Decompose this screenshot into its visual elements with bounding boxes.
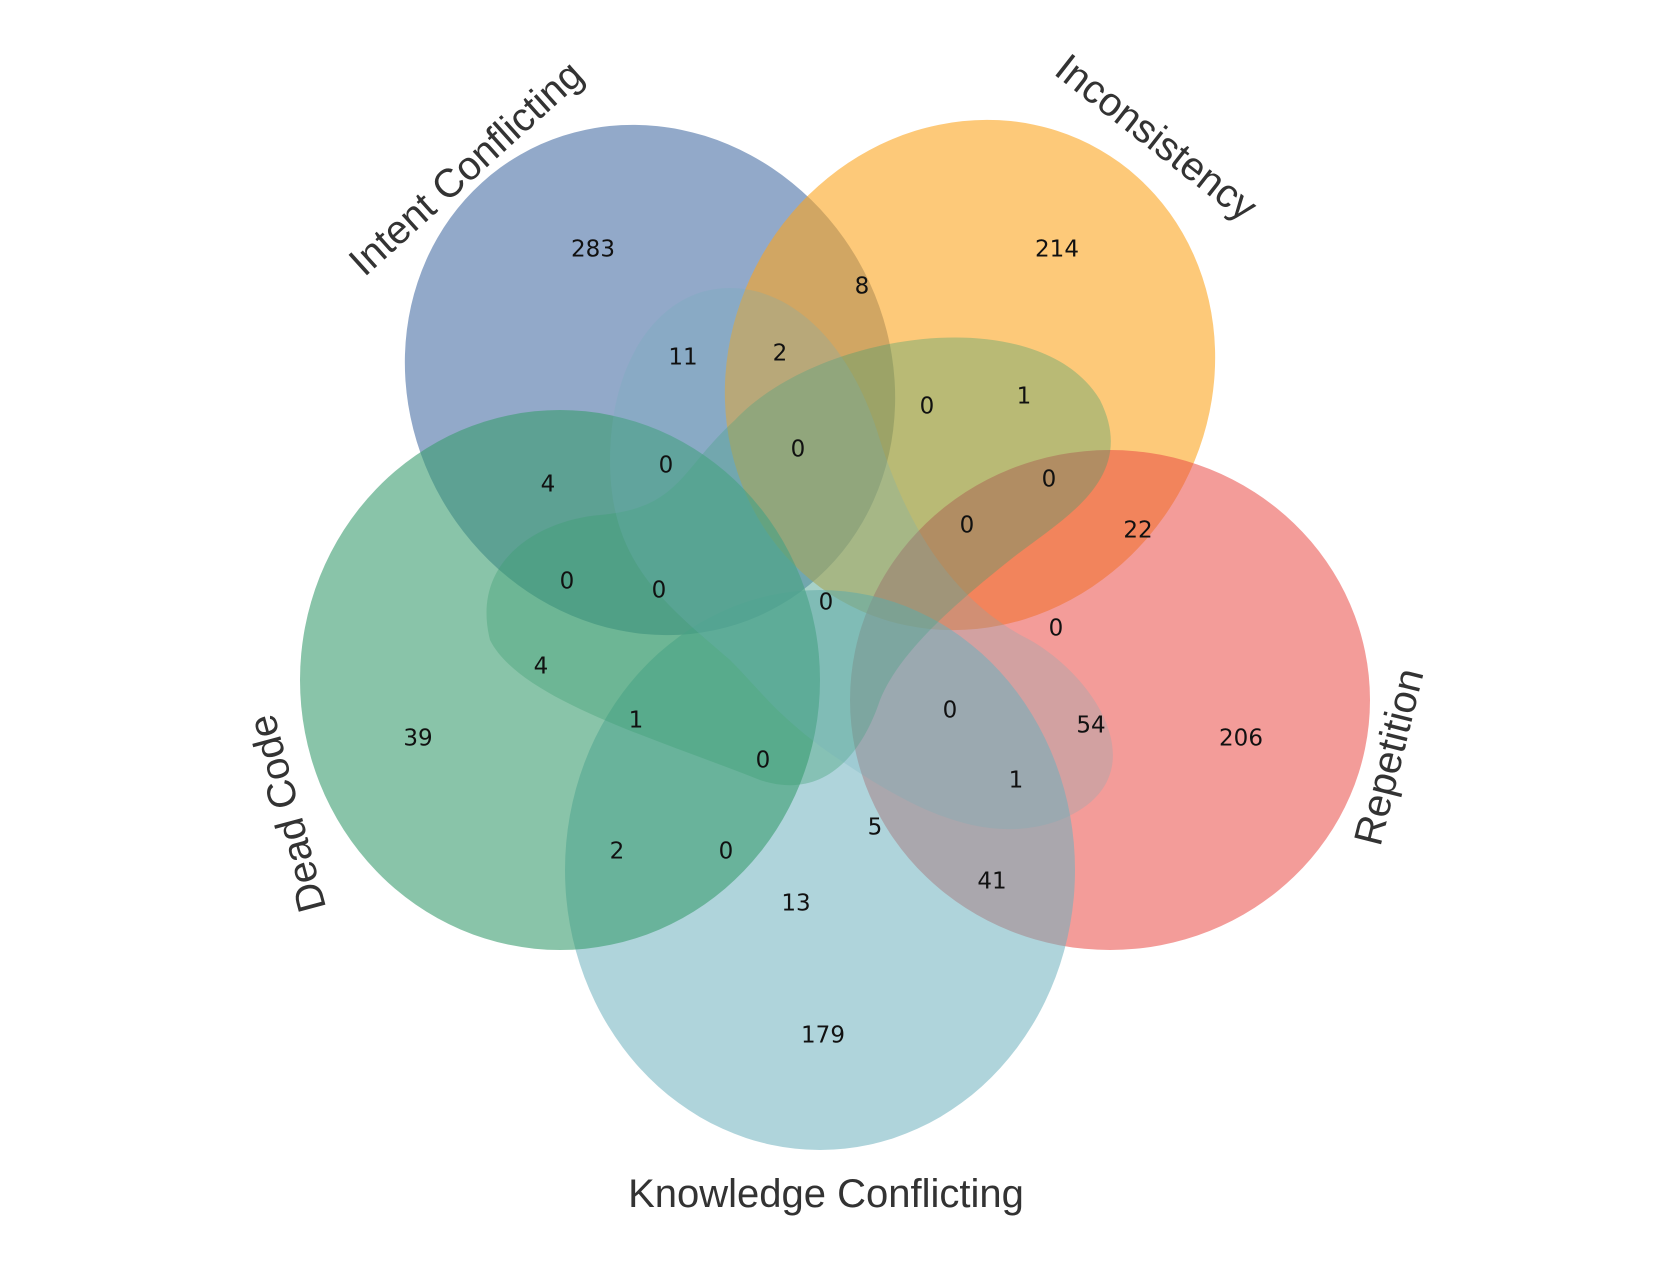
region-count: 22 [1123, 518, 1152, 544]
region-count: 0 [943, 698, 958, 724]
region-count: 214 [1035, 237, 1079, 263]
region-count: 54 [1076, 713, 1105, 739]
region-count: 39 [403, 726, 432, 752]
region-count: 1 [1009, 768, 1024, 794]
set-label-knowledge-conflicting: Knowledge Conflicting [628, 1172, 1024, 1216]
region-count: 0 [791, 437, 806, 463]
inner-petal-a [486, 337, 1111, 786]
region-count: 5 [868, 815, 883, 841]
region-count: 8 [855, 274, 870, 300]
region-count: 0 [652, 578, 667, 604]
region-count: 0 [920, 394, 935, 420]
region-count: 4 [541, 472, 556, 498]
region-count: 0 [1042, 467, 1057, 493]
region-count: 0 [1049, 616, 1064, 642]
region-count: 179 [801, 1023, 845, 1049]
region-count: 206 [1219, 726, 1263, 752]
region-count: 0 [756, 748, 771, 774]
region-count: 1 [1017, 384, 1032, 410]
region-counts: 283 214 8 11 2 0 1 0 4 0 0 22 0 0 0 0 0 … [403, 237, 1263, 1049]
region-count: 2 [773, 341, 788, 367]
region-count: 13 [781, 891, 810, 917]
region-count: 0 [960, 513, 975, 539]
region-count: 283 [571, 237, 615, 263]
region-count: 0 [560, 569, 575, 595]
region-count: 4 [534, 654, 549, 680]
region-count: 1 [629, 708, 644, 734]
set-shape-dead-code [300, 410, 820, 950]
venn-shapes [300, 119, 1370, 1150]
region-count: 0 [819, 590, 834, 616]
region-count: 11 [668, 345, 697, 371]
region-count: 41 [977, 869, 1006, 895]
region-count: 0 [719, 839, 734, 865]
region-count: 2 [610, 839, 625, 865]
region-count: 0 [659, 453, 674, 479]
inner-petal-b [610, 288, 1113, 830]
